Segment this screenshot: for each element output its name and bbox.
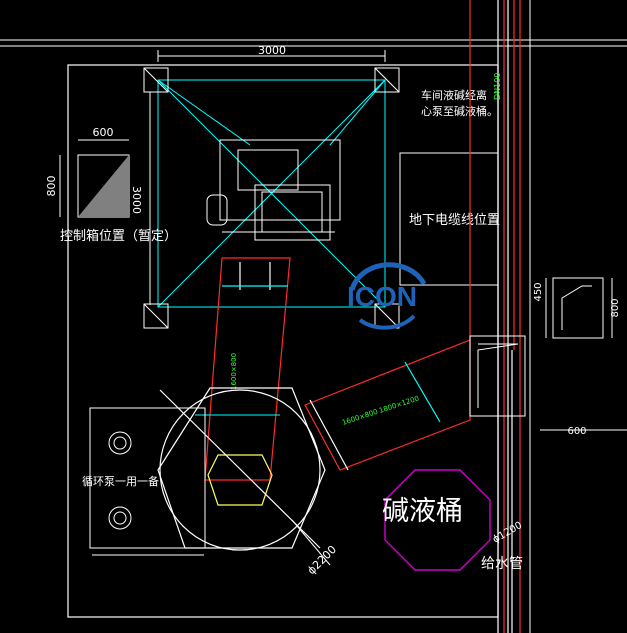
- top-dimension-line: [157, 50, 386, 62]
- cabinet-depth-label: 600: [567, 426, 586, 437]
- cabinet-height-label: 450: [533, 282, 544, 301]
- duct-note-3: 1800×1200: [378, 394, 420, 414]
- logo-text: ICON: [347, 281, 417, 312]
- control-box-width-label: 600: [93, 126, 114, 139]
- alkali-pump-note-line1: 车间液碱经离: [421, 88, 487, 102]
- duct-note-1: 1600×800: [230, 353, 238, 390]
- tank-diameter-leader: [291, 519, 331, 566]
- fan-unit: [206, 139, 341, 241]
- alkali-tank: [384, 469, 491, 571]
- water-pipe-label: 给水管: [481, 556, 523, 572]
- duct-end-box: [469, 335, 526, 417]
- control-box-label: 控制箱位置（暂定）: [60, 228, 177, 244]
- tank-diameter-label: ϕ2200: [305, 543, 339, 577]
- scrubber-tank: [157, 387, 326, 551]
- circulation-pump-label: 循环泵一用一备: [82, 474, 159, 488]
- cable-position-label: 地下电缆线位置: [409, 212, 500, 228]
- room-width-label: 3000: [258, 44, 286, 57]
- alkali-tank-label: 碱液桶: [382, 496, 463, 527]
- right-cabinet: [540, 277, 627, 431]
- duct-note-2: 1600×800: [341, 408, 379, 427]
- icon-logo: ICON: [347, 262, 427, 330]
- control-box: [77, 154, 130, 218]
- control-box-dimensions: [59, 139, 129, 217]
- duct-to-right: [304, 339, 471, 471]
- hopper: [157, 79, 386, 308]
- hopper-corner-pads: [143, 67, 400, 329]
- control-box-height-label: 800: [45, 176, 58, 197]
- vertical-pipes: [469, 0, 521, 633]
- hopper-side-label: 3000: [130, 186, 143, 214]
- cabinet-width-label: 800: [610, 298, 621, 317]
- circulation-pump-block: [89, 407, 206, 556]
- alkali-pump-note-line2: 心泵至碱液桶。: [421, 104, 498, 118]
- pipe-note: DN100: [493, 73, 502, 100]
